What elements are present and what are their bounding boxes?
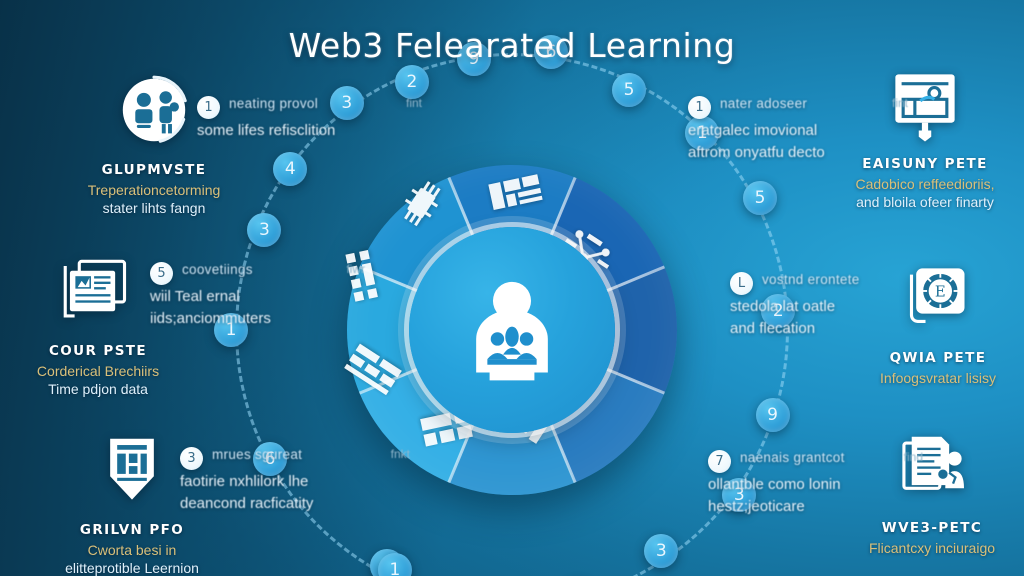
note-line-2: hestz;jeoticare xyxy=(708,498,805,516)
panel-heading: EAISUNY PETE xyxy=(862,156,988,172)
note-mid-right[interactable]: L vostnd erontete stedola lat oatle and … xyxy=(730,272,935,340)
note-title: neating provol xyxy=(229,96,319,111)
note-line-2: deancond racficatity xyxy=(180,495,314,513)
orbit-node[interactable]: 6 xyxy=(534,34,569,69)
orbit-node[interactable]: 5 xyxy=(612,73,647,108)
circuit-chip-glyph-icon xyxy=(388,165,455,239)
panel-caption-gold: Infoogsvratar lisisy xyxy=(880,370,996,386)
orbit-node[interactable]: 4 xyxy=(273,151,308,186)
orbit-node[interactable]: 1 xyxy=(377,552,412,576)
panel-caption-light: Time pdjon data xyxy=(48,381,148,398)
orbit-node[interactable]: 5 xyxy=(743,181,778,216)
panel-mid-left[interactable]: COUR PSTE Corderical Brechiirs Time pdjo… xyxy=(0,243,248,399)
panel-heading: GRILVN PFO xyxy=(79,522,185,538)
orbit-node[interactable]: 3 xyxy=(329,85,364,120)
document-chart-icon xyxy=(50,243,146,339)
panel-caption-gold: Cadobico reffeedioriis, xyxy=(855,176,995,192)
panel-heading: WVE3-PETC xyxy=(881,520,983,536)
note-line-2: iids;anciommuters xyxy=(150,310,271,328)
panel-bottom-right[interactable]: WVE3-PETC Flicantcxy inciuraigo xyxy=(782,420,1024,557)
note-sub: find xyxy=(903,450,923,464)
orbit-node[interactable]: 3 xyxy=(644,534,679,569)
note-bottom-right[interactable]: 7 naenais grantcot find ollantble como l… xyxy=(708,450,923,518)
note-line-1: eratgalec imovional xyxy=(688,122,818,139)
note-mid-left[interactable]: 5 coovetiings fiwr wiil Teal ernal iids;… xyxy=(150,262,365,330)
note-line-2: and flecation xyxy=(730,320,816,338)
note-line-1: ollantble como lonin xyxy=(708,476,841,493)
panel-caption-light: stater lihts fangn xyxy=(102,200,206,217)
note-sub: fiwr xyxy=(346,262,365,276)
note-badge: 1 xyxy=(197,96,220,119)
note-badge: 3 xyxy=(180,447,203,470)
panel-top-right[interactable]: EAISUNY PETE Cadobico reffeedioriis, and… xyxy=(775,56,1024,212)
panel-caption-gold: Treperationcetorming xyxy=(87,182,221,198)
panel-top-left[interactable]: GLUPMVSTE Treperationcetorming stater li… xyxy=(4,62,304,218)
orbit-node[interactable]: 6 xyxy=(253,441,288,476)
note-sub: fint xyxy=(891,96,908,110)
note-bottom-left[interactable]: 3 mrues sgureat fnkt faotirie nxhlilork … xyxy=(180,447,410,515)
panel-heading: QWIA PETE xyxy=(889,350,987,366)
panel-mid-right[interactable]: E QWIA PETE Infoogsvratar lisisy xyxy=(788,250,1024,387)
note-title: naenais grantcot xyxy=(740,450,845,465)
panel-caption-light: and bloila ofeer finarty xyxy=(856,194,994,211)
people-circle-icon xyxy=(106,62,202,158)
orbit-node[interactable]: 3 xyxy=(247,212,282,247)
orbit-node[interactable]: 1 xyxy=(685,115,720,150)
orbit-node[interactable]: 2 xyxy=(394,65,429,100)
note-sub: fnkt xyxy=(390,447,410,461)
note-title: vostnd erontete xyxy=(762,272,860,287)
note-line-1: stedola lat oatle xyxy=(730,298,836,315)
panel-caption-gold: Corderical Brechiirs xyxy=(36,363,160,379)
note-title: nater adoseer xyxy=(720,96,808,111)
note-sub: fint xyxy=(405,96,422,110)
panel-caption-gold: Cworta besi in xyxy=(87,542,177,558)
table-grid-glyph-icon xyxy=(336,335,410,402)
panel-caption-light: elitteprotible Leernion xyxy=(65,560,199,576)
note-line-1: wiil Teal ernal xyxy=(150,288,240,305)
keypad-glyph-icon xyxy=(337,241,389,310)
note-line-1: faotirie nxhlilork lhe xyxy=(180,473,309,490)
note-line-2: aftrom onyatfu decto xyxy=(688,144,825,162)
note-top-left[interactable]: 1 neating provol fint some lifes refiscl… xyxy=(197,96,422,143)
note-top-right[interactable]: 1 nater adoseer fint eratgalec imovional… xyxy=(688,96,908,164)
orbit-node[interactable]: 1 xyxy=(214,313,248,347)
orbit-node[interactable]: 2 xyxy=(761,294,796,329)
orbit-node[interactable]: 9 xyxy=(456,41,491,76)
note-title: coovetiings xyxy=(182,262,253,277)
svg-text:E: E xyxy=(935,283,946,300)
note-badge: 7 xyxy=(708,450,731,473)
central-wheel xyxy=(344,165,677,495)
panel-heading: GLUPMVSTE xyxy=(101,162,207,178)
note-line-1: some lifes refisclition xyxy=(197,122,336,139)
orbit-node[interactable]: 9 xyxy=(755,397,790,432)
document-person-icon xyxy=(884,420,980,516)
people-group-icon xyxy=(476,281,548,381)
note-badge: 1 xyxy=(688,96,711,119)
note-badge: 5 xyxy=(150,262,173,285)
grid-chart-glyph-icon xyxy=(481,166,550,218)
page-title: Web3 Felearated Learning xyxy=(288,26,736,65)
wheel-hub xyxy=(409,227,615,433)
note-badge: L xyxy=(730,272,753,295)
presentation-board-icon xyxy=(877,56,973,152)
panel-bottom-left[interactable]: GRILVN PFO Cworta besi in elitteprotible… xyxy=(0,422,282,576)
panel-caption-gold: Flicantcxy inciuraigo xyxy=(868,540,996,556)
book-gear-badge-icon: E xyxy=(890,250,986,346)
note-title: mrues sgureat xyxy=(212,447,303,462)
shield-document-icon xyxy=(84,422,180,518)
panel-heading: COUR PSTE xyxy=(48,343,148,359)
orbit-node[interactable]: 3 xyxy=(722,478,757,513)
